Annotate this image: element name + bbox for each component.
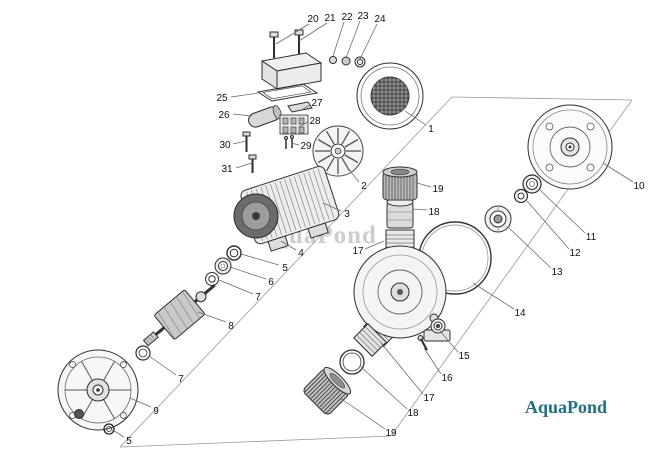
part-housing-screw xyxy=(417,335,428,351)
part-capacitor xyxy=(248,105,282,128)
part-washer xyxy=(513,188,529,204)
part-mech-seal xyxy=(430,318,446,334)
part-stator-face xyxy=(233,193,279,239)
callout-5-lower: 5 xyxy=(126,436,132,447)
callout-22: 22 xyxy=(341,12,353,23)
part-rotor-shaft xyxy=(142,283,216,347)
callout-18-lower: 18 xyxy=(407,408,419,419)
callout-12: 12 xyxy=(569,248,581,259)
callout-28: 28 xyxy=(309,116,321,127)
callout-11: 11 xyxy=(586,232,597,243)
callout-30: 30 xyxy=(219,140,231,151)
part-flange-plug xyxy=(74,409,84,419)
callout-3: 3 xyxy=(344,209,350,220)
callout-19-top: 19 xyxy=(432,184,444,195)
part-fan-cover xyxy=(356,62,424,130)
part-pump-housing xyxy=(353,229,451,348)
callout-24: 24 xyxy=(374,14,386,25)
callout-7: 7 xyxy=(255,292,261,303)
callout-1: 1 xyxy=(428,124,434,135)
part-front-flange xyxy=(57,349,139,431)
callout-15: 15 xyxy=(458,351,470,362)
part-union-collar-lower xyxy=(353,323,387,357)
part-motor-foot xyxy=(267,235,289,252)
part-terminal-board xyxy=(287,101,313,113)
leader-lines xyxy=(110,20,634,438)
part-cable-gland xyxy=(329,56,366,68)
callout-14: 14 xyxy=(514,308,526,319)
callout-10: 10 xyxy=(633,181,645,192)
part-cover-gasket xyxy=(256,83,319,102)
part-rear-cover xyxy=(527,104,613,190)
part-terminal-box-cover xyxy=(260,52,323,90)
part-union-oring-lower xyxy=(339,349,365,375)
part-fan xyxy=(312,125,364,177)
callout-6: 6 xyxy=(268,277,274,288)
part-union-nut-lower xyxy=(303,366,352,415)
callout-20: 20 xyxy=(307,14,319,25)
callout-7-lower: 7 xyxy=(178,374,184,385)
part-shaft-seal xyxy=(484,205,512,233)
callout-26: 26 xyxy=(218,110,230,121)
callout-31: 31 xyxy=(221,164,233,175)
part-union-barrel-top xyxy=(386,197,414,229)
part-bearing xyxy=(522,174,542,194)
part-box-screws xyxy=(242,131,257,173)
callout-23: 23 xyxy=(357,11,369,22)
part-terminal-block xyxy=(279,114,309,135)
part-union-nut-top xyxy=(382,166,418,201)
callout-5: 5 xyxy=(282,263,288,274)
part-slinger xyxy=(135,345,151,361)
callout-17-lower: 17 xyxy=(423,393,435,404)
callout-9: 9 xyxy=(153,406,159,417)
part-terminal-screws xyxy=(284,135,294,149)
callout-29: 29 xyxy=(300,141,312,152)
brand-logo: AquaPond xyxy=(525,397,607,417)
callout-2: 2 xyxy=(361,181,367,192)
callout-8: 8 xyxy=(228,321,234,332)
callout-19-lower: 19 xyxy=(385,428,397,439)
callout-16: 16 xyxy=(441,373,453,384)
callout-17-top: 17 xyxy=(352,246,364,257)
callouts: 20 21 22 23 24 25 26 27 28 29 30 31 1 2 … xyxy=(126,11,645,447)
callout-4: 4 xyxy=(298,248,304,259)
callout-27: 27 xyxy=(311,98,323,109)
callout-25: 25 xyxy=(216,93,228,104)
callout-13: 13 xyxy=(551,267,563,278)
part-shaft-rings xyxy=(205,245,242,286)
part-cover-screws xyxy=(269,29,304,58)
callout-18-top: 18 xyxy=(428,207,440,218)
callout-21: 21 xyxy=(324,13,336,24)
